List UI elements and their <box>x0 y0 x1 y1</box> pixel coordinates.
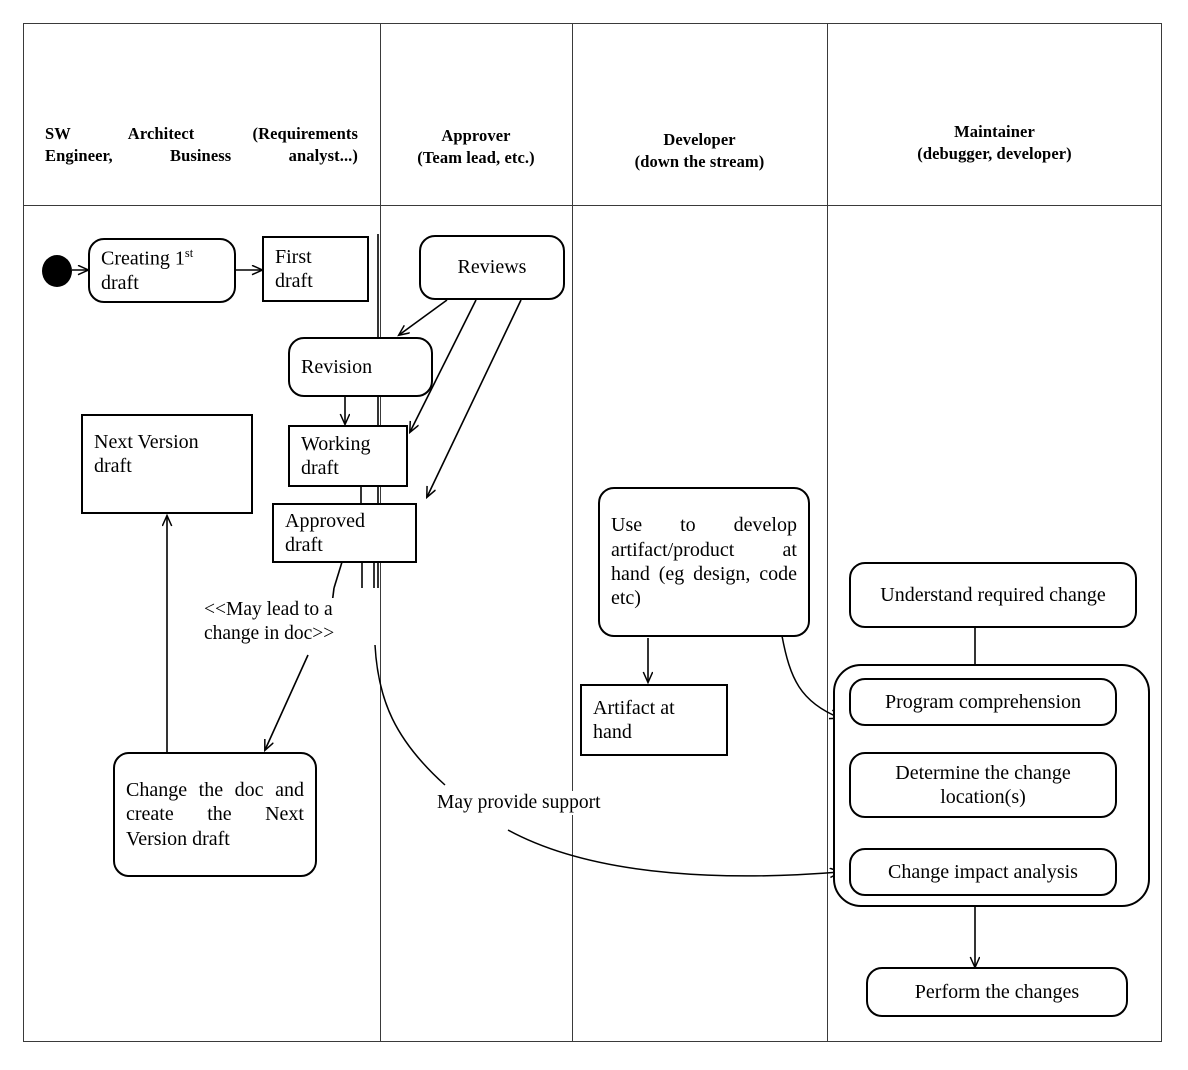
node-use-to-develop[interactable]: Use to develop artifact/product at hand … <box>598 487 810 637</box>
node-label-line: draft <box>301 457 339 479</box>
node-label-line: draft <box>285 534 323 556</box>
ordinal-suffix: st <box>184 245 194 260</box>
node-label: Approved draft <box>274 509 415 558</box>
lane-header-line: (debugger, developer) <box>917 144 1072 163</box>
node-label: First draft <box>264 245 367 294</box>
node-label-line: Artifact at <box>593 696 675 719</box>
node-label-line: Determine the change <box>895 761 1071 784</box>
node-approved-draft[interactable]: Approved draft <box>272 503 417 563</box>
lane-header-sw-architect: SW Architect (Requirements Engineer, Bus… <box>45 95 358 195</box>
lane-header-line: (Team lead, etc.) <box>417 148 535 167</box>
node-label-line: draft <box>275 270 313 292</box>
node-label: Change impact analysis <box>888 860 1078 883</box>
node-reviews[interactable]: Reviews <box>419 235 565 300</box>
node-change-impact-analysis[interactable]: Change impact analysis <box>849 848 1117 896</box>
node-label: Working draft <box>290 432 406 481</box>
node-label: Creating 1st draft <box>90 246 234 295</box>
node-determine-change-location[interactable]: Determine the change location(s) <box>849 752 1117 818</box>
node-label: Change the doc and create the Next Versi… <box>126 778 304 850</box>
node-label: Perform the changes <box>914 980 1080 1003</box>
lane-header-line: Approver <box>441 125 511 145</box>
lane-header-approver: Approver (Team lead, etc.) <box>382 102 570 192</box>
node-label: Use to develop artifact/product at hand … <box>611 514 797 610</box>
lane-header-line: (down the stream) <box>634 152 765 171</box>
edge-label-may-lead-to-change: <<May lead to a change in doc>> <box>204 598 374 647</box>
node-label: Understand required change <box>880 583 1106 606</box>
node-working-draft[interactable]: Working draft <box>288 425 408 487</box>
edge-label-line: <<May lead to a <box>204 599 333 620</box>
node-label-line: hand <box>593 721 632 743</box>
initial-node <box>42 255 72 287</box>
node-label-line: First <box>275 245 312 268</box>
lane-divider-2 <box>572 23 573 1042</box>
node-label-line: Working <box>301 432 371 455</box>
node-program-comprehension[interactable]: Program comprehension <box>849 678 1117 726</box>
node-label: Program comprehension <box>884 690 1082 713</box>
node-label-line: location(s) <box>940 786 1026 808</box>
lane-header-line: Maintainer <box>954 121 1035 141</box>
lane-header-line: Engineer, Business analyst...) <box>45 146 358 165</box>
node-perform-the-changes[interactable]: Perform the changes <box>866 967 1128 1017</box>
node-label-line: Next Version <box>94 431 199 453</box>
node-creating-first-draft[interactable]: Creating 1st draft <box>88 238 236 303</box>
node-understand-required-change[interactable]: Understand required change <box>849 562 1137 628</box>
swimlane-header-rule <box>23 205 1162 206</box>
lane-divider-3 <box>827 23 828 1042</box>
node-label: Reviews <box>457 256 527 279</box>
node-change-the-doc[interactable]: Change the doc and create the Next Versi… <box>113 752 317 877</box>
node-label: Determine the change location(s) <box>851 761 1115 810</box>
lane-header-line: Developer <box>663 129 736 149</box>
edge-label-may-provide-support: May provide support <box>437 791 601 816</box>
lane-header-developer: Developer (down the stream) <box>574 106 825 196</box>
node-label-line: Creating 1 <box>101 247 185 270</box>
node-label-line: Approved <box>285 509 365 532</box>
edge-label-line: May provide support <box>437 792 601 813</box>
lane-header-maintainer: Maintainer (debugger, developer) <box>829 98 1160 188</box>
swimlane-frame <box>23 23 1162 1042</box>
node-label-line: draft <box>101 271 139 294</box>
node-revision[interactable]: Revision <box>288 337 433 397</box>
lane-header-line: SW Architect (Requirements <box>45 123 358 143</box>
edge-label-line: change in doc>> <box>204 623 335 645</box>
node-first-draft[interactable]: First draft <box>262 236 369 302</box>
node-label-line: draft <box>94 455 132 478</box>
node-label: Revision <box>301 355 373 378</box>
